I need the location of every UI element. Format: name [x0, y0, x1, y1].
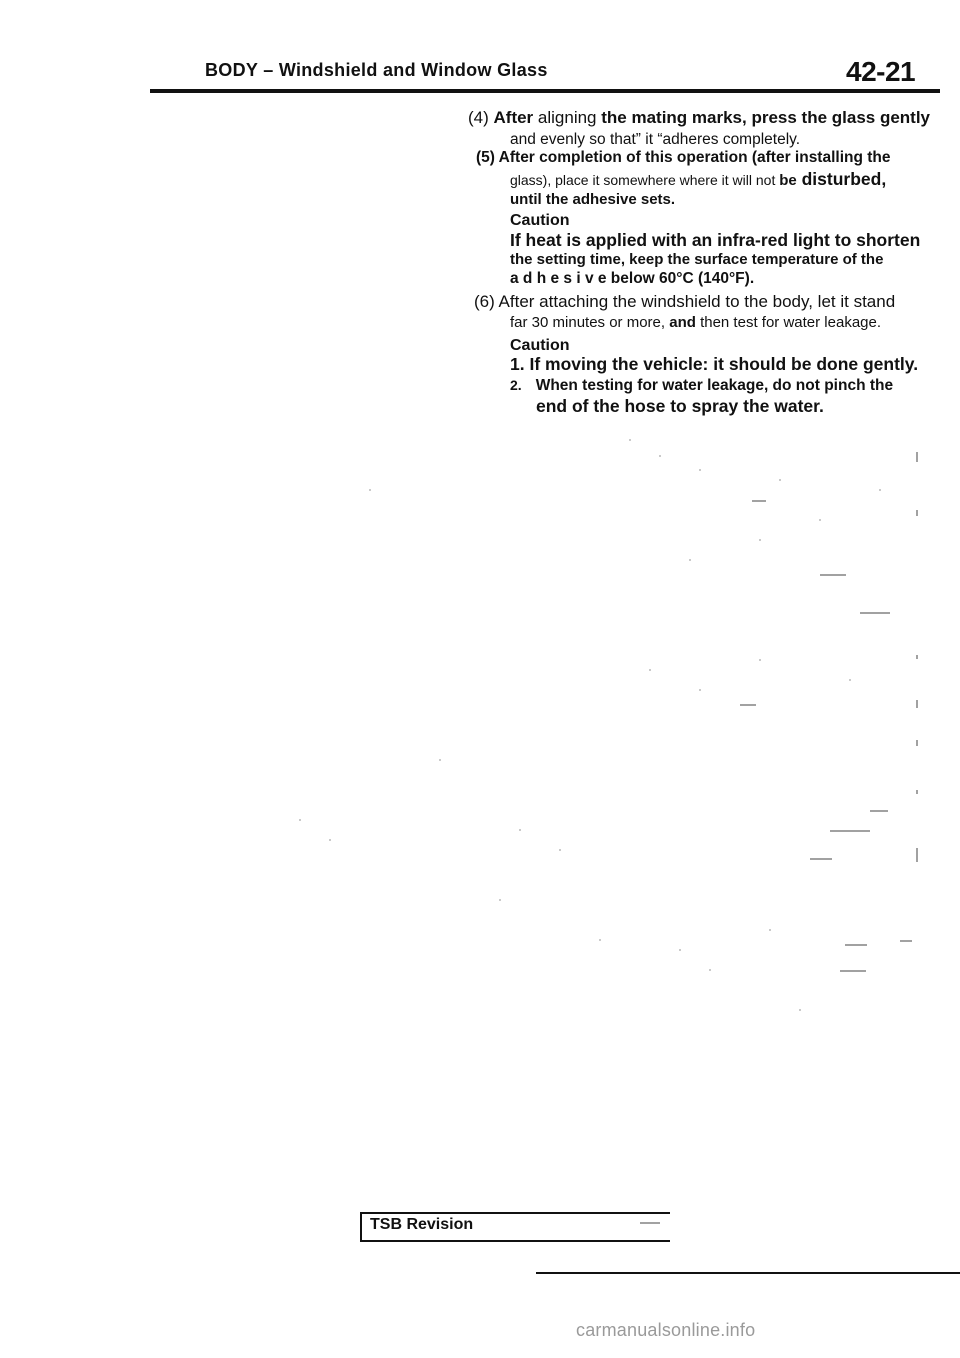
- title-glass: Glass: [497, 60, 548, 80]
- step-5-operation: operation (after installing the: [672, 149, 891, 166]
- caution-2-end-of-the: end of the: [536, 396, 625, 416]
- step-5-be: be: [779, 172, 797, 189]
- step-4-number: (4): [468, 108, 494, 127]
- step-4-line-2: and evenly so that” it “adheres complete…: [510, 131, 801, 148]
- caution-2-spray: to spray the water.: [665, 396, 824, 416]
- tsb-revision-box: TSB Revision: [360, 1212, 670, 1242]
- step-5-line-3: until the adhesive sets.: [510, 191, 676, 208]
- caution-1-line-1: If heat is applied with an infra-red lig…: [510, 230, 921, 250]
- caution-2-title: Caution: [510, 337, 570, 354]
- caution-2-item-2-end: do not pinch the: [768, 377, 894, 394]
- step-5-disturbed: disturbed,: [796, 169, 887, 189]
- step-4-after: After: [493, 108, 534, 127]
- caution-2-item-1-it: it: [713, 354, 724, 374]
- header-rule: [150, 89, 940, 93]
- step-4-aligning: aligning: [533, 108, 602, 127]
- page-number: 42-21: [846, 56, 916, 87]
- step-5-glass-place: glass), place it somewhere where it will…: [510, 172, 780, 188]
- caution-2-item-2-start: When testing for water: [535, 377, 708, 394]
- caution-2-hose: hose: [624, 396, 666, 416]
- caution-2-item-2-line-2: end of the hose to spray the water.: [536, 396, 824, 416]
- caution-1-temperature: below 60°C (140°F).: [610, 270, 755, 287]
- section-title: BODY – Windshield and Window Glass: [205, 60, 548, 81]
- caution-2-item-2-number: 2.: [510, 377, 522, 393]
- step-6-test-leakage: then test for water leakage.: [695, 314, 882, 331]
- caution-2-item-2: 2. When testing for water leakage, do not…: [510, 375, 893, 396]
- caution-1-title: Caution: [510, 212, 570, 229]
- caution-2-item-1-start: 1. If moving the vehicle:: [510, 354, 714, 374]
- watermark: carmanualsonline.info: [576, 1320, 756, 1340]
- caution-1-line-3: a d h e s i v e below 60°C (140°F).: [510, 269, 754, 289]
- step-6-far-30-minutes: far 30 minutes or more,: [510, 314, 670, 331]
- step-6-and: and: [669, 314, 696, 331]
- bottom-rule: [536, 1272, 960, 1274]
- step-5-line-1: (5) After completion of this operation (…: [476, 148, 891, 168]
- step-4-marks: the mating marks, press the glass gently: [601, 108, 931, 127]
- step-6-line-1: (6) After attaching the windshield to th…: [474, 292, 896, 311]
- step-5-this: this: [645, 149, 673, 166]
- page-header: BODY – Windshield and Window Glass 42-21: [0, 56, 960, 88]
- title-dash: –: [257, 60, 279, 80]
- caution-2-item-1: 1. If moving the vehicle: it should be d…: [510, 354, 918, 374]
- tsb-revision-label: TSB Revision: [370, 1216, 474, 1233]
- caution-1-line-2: the setting time, keep the surface tempe…: [510, 251, 884, 268]
- step-6-line-2: far 30 minutes or more, and then test fo…: [510, 313, 881, 333]
- step-5-line-2: glass), place it somewhere where it will…: [510, 169, 886, 191]
- caution-1-adhesive: a d h e s i v e: [510, 270, 611, 287]
- section-prefix: BODY: [205, 60, 258, 80]
- caution-2-item-1-end: should be done gently.: [723, 354, 919, 374]
- caution-2-item-2-leakage: leakage,: [707, 377, 769, 394]
- step-4-line-1: (4) After aligning the mating marks, pre…: [468, 108, 930, 128]
- title-windshield: Windshield: [278, 60, 378, 80]
- step-5-after-completion: (5) After completion of: [476, 149, 646, 166]
- title-and-window: and Window: [377, 60, 498, 80]
